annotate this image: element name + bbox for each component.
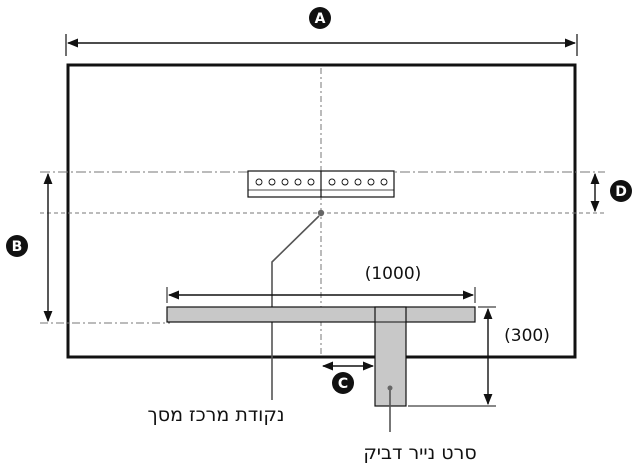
dimension-width-label: (1000) <box>365 264 422 284</box>
screen-center-leader <box>271 215 320 400</box>
marker-c-badge <box>332 372 354 394</box>
dimension-c: C <box>321 361 375 394</box>
dimension-height: (300) <box>408 306 550 407</box>
dimension-d: D <box>590 172 632 213</box>
marker-d-label: D <box>615 184 627 200</box>
wall-bracket <box>247 170 395 198</box>
marker-d-badge <box>610 180 632 202</box>
adhesive-tape-label: סרט נייר דביק <box>363 442 476 464</box>
marker-a-badge <box>309 7 331 29</box>
marker-b-badge <box>6 235 28 257</box>
dimension-height-label: (300) <box>504 326 550 346</box>
tape-point <box>387 385 393 391</box>
marker-c-label: C <box>338 376 348 392</box>
dimension-width: (1000) <box>166 264 476 303</box>
screen-center-label: נקודת מרכז מסך <box>148 404 285 426</box>
screen-center-point <box>317 209 325 217</box>
tv-screen-outline <box>66 63 577 359</box>
horizontal-tape-strip <box>166 306 476 323</box>
dimension-b: B <box>6 172 53 323</box>
dimension-a: A <box>65 7 578 56</box>
marker-b-label: B <box>12 239 23 255</box>
wall-bracket-screws <box>255 178 388 186</box>
marker-a-label: A <box>315 11 326 27</box>
